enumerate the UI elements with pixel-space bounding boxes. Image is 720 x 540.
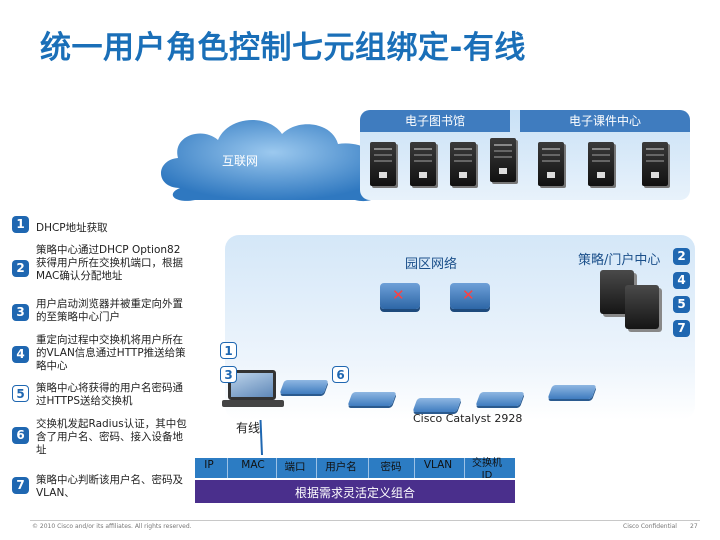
laptop-base	[222, 400, 284, 407]
field-username: 用户名	[325, 461, 357, 473]
field-divider	[368, 458, 369, 478]
core-switch-icon	[450, 283, 490, 309]
step-4-badge: 4	[12, 346, 29, 363]
step-1-badge: 1	[12, 216, 29, 233]
library-label: 电子图书馆	[360, 110, 510, 132]
access-switch-icon	[475, 392, 525, 406]
courseware-label: 电子课件中心	[520, 110, 690, 132]
combo-label: 根据需求灵活定义组合	[294, 486, 415, 500]
field-mac: MAC	[241, 459, 265, 471]
campus-label: 园区网络	[405, 257, 458, 272]
field-divider	[414, 458, 415, 478]
step-4-text: 重定向过程中交换机将用户所在的VLAN信息通过HTTP推送给策略中心	[36, 334, 186, 372]
wired-label: 有线	[236, 421, 261, 435]
field-switch-id: 交换机ID	[472, 458, 502, 481]
courseware-server-icon	[538, 142, 564, 186]
combo-bar	[195, 480, 515, 503]
step-6-badge: 6	[12, 427, 29, 444]
footer-divider	[30, 520, 700, 521]
diagram-step-3-badge: 3	[220, 366, 237, 383]
access-switch-icon	[347, 392, 397, 406]
step-1-text: DHCP地址获取	[36, 222, 108, 234]
step-5-badge: 5	[12, 385, 29, 402]
library-server-icon	[490, 138, 516, 182]
internet-label: 互联网	[222, 154, 259, 168]
step-7-badge: 7	[12, 477, 29, 494]
step-3-text: 用户启动浏览器并被重定向外置的至策略中心门户	[36, 298, 183, 323]
diagram-step-6-badge: 6	[332, 366, 349, 383]
step-2-text: 策略中心通过DHCP Option82获得用户所在交换机端口，根据MAC确认分配…	[36, 244, 183, 282]
policy-step-5-badge: 5	[673, 296, 690, 313]
field-divider	[464, 458, 465, 478]
footer-confidential: Cisco Confidential	[623, 523, 677, 530]
internet-cloud-icon	[160, 119, 385, 202]
policy-step-7-badge: 7	[673, 320, 690, 337]
diagram-step-1-badge: 1	[220, 342, 237, 359]
field-port: 端口	[284, 461, 306, 473]
page-title: 统一用户角色控制七元组绑定-有线	[40, 30, 526, 66]
core-switch-icon	[380, 283, 420, 309]
step-2-badge: 2	[12, 260, 29, 277]
policy-center-label: 策略/门户中心	[578, 253, 661, 268]
page-number: 27	[690, 523, 698, 530]
footer-copyright: © 2010 Cisco and/or its affiliates. All …	[32, 523, 192, 530]
library-server-icon	[370, 142, 396, 186]
access-switch-icon	[279, 380, 329, 394]
field-divider	[316, 458, 317, 478]
policy-server-icon	[625, 285, 659, 329]
step-5-text: 策略中心将获得的用户名密码通过HTTPS送给交换机	[36, 382, 183, 407]
access-switch-icon	[412, 398, 462, 412]
library-server-icon	[410, 142, 436, 186]
courseware-server-icon	[642, 142, 668, 186]
step-6-text: 交换机发起Radius认证，其中包含了用户名、密码、接入设备地址	[36, 418, 187, 456]
field-password: 密码	[380, 461, 402, 473]
policy-step-2-badge: 2	[673, 248, 690, 265]
courseware-server-icon	[588, 142, 614, 186]
server-strip: 电子图书馆 电子课件中心	[360, 110, 690, 200]
field-divider	[227, 458, 228, 478]
field-ip: IP	[204, 459, 214, 471]
step-3-badge: 3	[12, 304, 29, 321]
access-switch-icon	[547, 385, 597, 399]
fields-bar	[195, 458, 515, 478]
field-vlan: VLAN	[423, 459, 453, 471]
policy-step-4-badge: 4	[673, 272, 690, 289]
field-divider	[276, 458, 277, 478]
library-server-icon	[450, 142, 476, 186]
switch-model-label: Cisco Catalyst 2928	[413, 412, 523, 425]
step-7-text: 策略中心判断该用户名、密码及VLAN、	[36, 474, 183, 499]
